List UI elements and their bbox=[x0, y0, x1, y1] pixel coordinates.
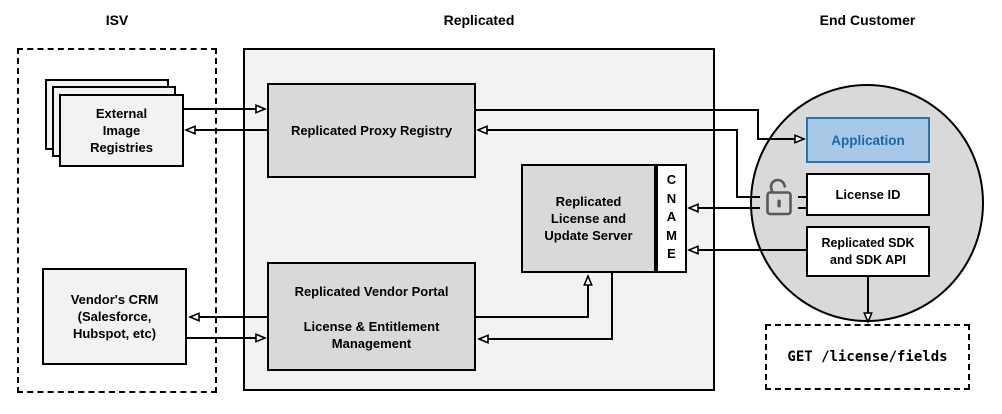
vendors-crm: Vendor's CRM (Salesforce, Hubspot, etc) bbox=[42, 268, 187, 365]
cname-letter: M bbox=[666, 227, 677, 243]
crm-label-line2: (Salesforce, bbox=[77, 309, 152, 324]
end-customer-header: End Customer bbox=[819, 12, 916, 28]
registries-label-line2: Image bbox=[102, 123, 141, 138]
cname-strip: C N A M E bbox=[656, 164, 687, 273]
cname-letter: A bbox=[666, 209, 677, 224]
cname-letter: C bbox=[666, 172, 677, 187]
crm-label-line3: Hubspot, etc) bbox=[72, 326, 157, 341]
license-server-label-line2: License and bbox=[550, 211, 627, 226]
license-id-label: License ID bbox=[835, 187, 901, 202]
replicated-header: Replicated bbox=[443, 12, 515, 28]
replicated-license-update-server: Replicated License and Update Server bbox=[521, 164, 656, 273]
cname-letter: N bbox=[666, 190, 677, 206]
get-request-label: GET /license/fields bbox=[787, 348, 948, 365]
vendor-portal-line2: Management bbox=[331, 336, 412, 351]
proxy-registry-label: Replicated Proxy Registry bbox=[290, 123, 453, 138]
vendor-portal-title: Replicated Vendor Portal bbox=[294, 284, 449, 299]
license-server-label-line1: Replicated bbox=[555, 194, 622, 209]
sdk-label-line2: and SDK API bbox=[830, 252, 906, 267]
registries-label-line3: Registries bbox=[90, 140, 153, 155]
crm-label-line1: Vendor's CRM bbox=[70, 292, 159, 307]
application-label: Application bbox=[831, 132, 905, 148]
registries-label-line1: External bbox=[95, 106, 148, 121]
license-id-node: License ID bbox=[806, 173, 930, 216]
replicated-proxy-registry: Replicated Proxy Registry bbox=[267, 83, 476, 178]
replicated-vendor-portal: Replicated Vendor Portal License & Entit… bbox=[267, 262, 476, 371]
replicated-sdk-node: Replicated SDK and SDK API bbox=[806, 226, 930, 277]
vendor-portal-line1: License & Entitlement bbox=[303, 319, 440, 334]
get-license-fields-node: GET /license/fields bbox=[765, 324, 970, 390]
cname-letter: E bbox=[667, 246, 676, 261]
license-server-label-line3: Update Server bbox=[544, 228, 633, 243]
external-image-registries: External Image Registries bbox=[59, 94, 184, 167]
application-node: Application bbox=[806, 117, 930, 163]
sdk-label-line1: Replicated SDK bbox=[821, 235, 915, 250]
isv-header: ISV bbox=[105, 12, 129, 28]
